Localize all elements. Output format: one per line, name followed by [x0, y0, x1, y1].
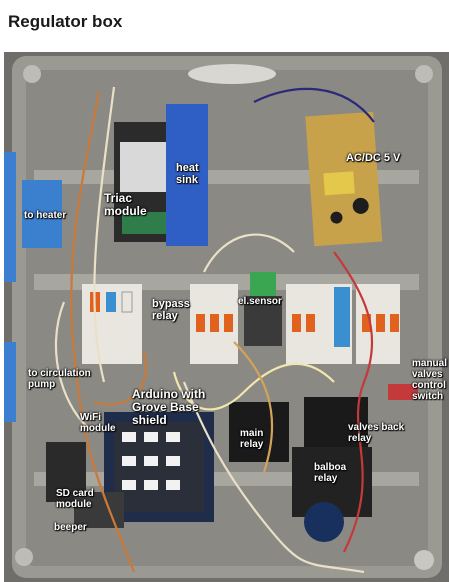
cable-gland [4, 342, 16, 422]
cable-gland [4, 152, 16, 282]
label-main-relay: main relay [240, 428, 264, 450]
psu-capacitor [352, 197, 369, 214]
el-sensor-board [244, 296, 282, 346]
label-el-sensor: el.sensor [238, 296, 282, 307]
terminal-blocks [82, 284, 400, 364]
label-manual-valves-switch: manual valves control switch [412, 358, 448, 402]
triac-heatsink-fins [120, 142, 166, 192]
label-triac-module: Triac module [104, 191, 147, 218]
main-relay-board [229, 402, 289, 462]
heat-sink [166, 104, 208, 246]
corner-screw [23, 65, 41, 83]
label-beeper: beeper [54, 522, 87, 533]
label-to-heater: to heater [24, 210, 67, 221]
heater-connector [22, 180, 62, 248]
corner-screw [15, 548, 33, 566]
label-ac-dc: AC/DC 5 V [346, 152, 401, 164]
valves-switch [388, 384, 418, 400]
label-balboa-relay: balboa relay [314, 462, 347, 484]
label-arduino-grove: Arduino with Grove Base shield [132, 387, 206, 427]
beeper-disc [304, 502, 344, 542]
label-bypass-relay: bypass relay [152, 298, 190, 322]
label-valves-back-relay: valves back relay [348, 422, 405, 444]
label-to-circulation-pump: to circulation pump [28, 368, 91, 390]
label-heat-sink: heat sink [176, 162, 199, 186]
sd-card-board [74, 492, 124, 528]
psu-transformer [323, 171, 355, 196]
label-sd-card-module: SD card module [56, 488, 94, 510]
photo-illustration [4, 52, 449, 582]
psu-capacitor [330, 211, 343, 224]
el-sensor-terminal [250, 272, 276, 296]
corner-screw [414, 550, 434, 570]
page-heading: Regulator box [8, 12, 123, 31]
label-wifi-module: WiFi module [80, 412, 116, 434]
regulator-box-photo: heat sink AC/DC 5 V Triac module to heat… [4, 52, 449, 582]
wiring [54, 86, 375, 574]
triac-terminal [122, 212, 166, 234]
grove-connectors [122, 432, 180, 490]
vent-grille [188, 64, 276, 84]
corner-screw [415, 65, 433, 83]
